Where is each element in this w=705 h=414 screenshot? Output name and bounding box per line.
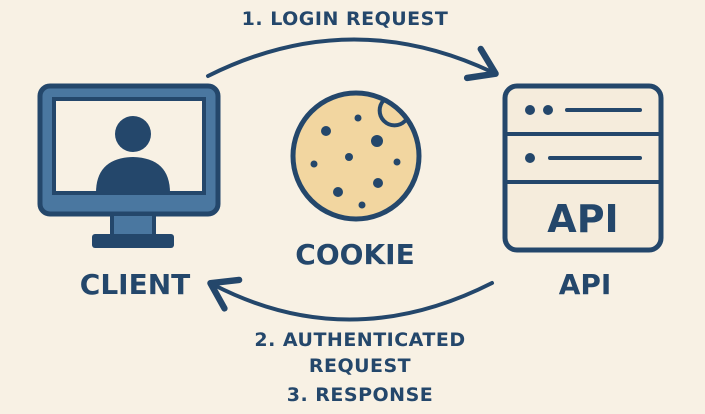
monitor-user-icon bbox=[37, 83, 221, 248]
step-2-label: 2. AUTHENTICATED REQUEST bbox=[200, 327, 520, 379]
server-api-icon: API bbox=[502, 83, 664, 253]
step-3-label: 3. RESPONSE bbox=[286, 384, 434, 406]
login-request-arrow bbox=[206, 37, 499, 82]
step-1-label: 1. LOGIN REQUEST bbox=[241, 8, 449, 30]
cookie-icon bbox=[290, 90, 422, 222]
step-2-line-1: 2. AUTHENTICATED bbox=[254, 329, 466, 351]
client-label: CLIENT bbox=[79, 268, 191, 301]
authenticated-request-arrow bbox=[207, 276, 494, 322]
api-screen-text: API bbox=[547, 197, 618, 241]
cookie-label: COOKIE bbox=[295, 238, 415, 271]
step-2-line-2: REQUEST bbox=[308, 355, 412, 377]
api-label: API bbox=[558, 268, 612, 301]
